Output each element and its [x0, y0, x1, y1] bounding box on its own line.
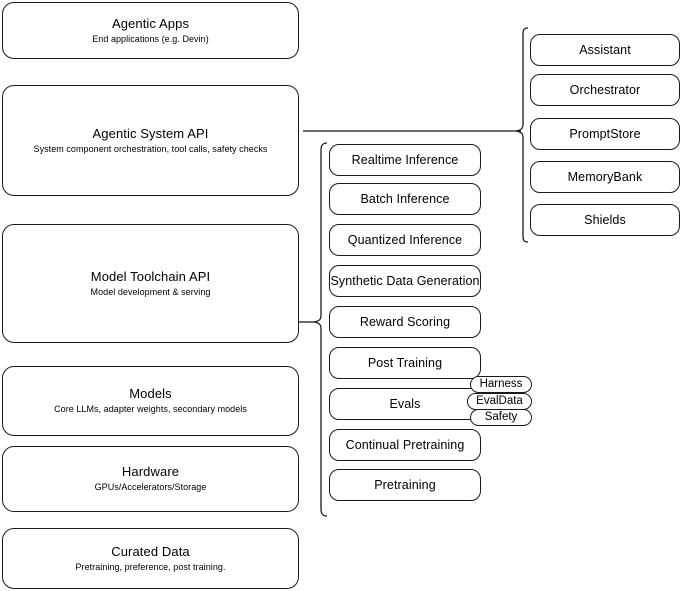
toolchain-item-continual-pretraining[interactable]: Continual Pretraining [329, 429, 481, 461]
layer-agentic-system-api[interactable]: Agentic System API System component orch… [2, 85, 299, 196]
system-item-orchestrator[interactable]: Orchestrator [530, 74, 680, 106]
node-label: Reward Scoring [359, 315, 451, 329]
eval-pill-safety[interactable]: Safety [470, 409, 532, 426]
brace-middle-column [313, 142, 328, 517]
layer-title: Model Toolchain API [90, 268, 211, 284]
eval-pill-harness[interactable]: Harness [470, 376, 532, 393]
layer-title: Agentic Apps [111, 15, 190, 31]
pill-label: Harness [479, 378, 523, 390]
layer-model-toolchain-api[interactable]: Model Toolchain API Model development & … [2, 224, 299, 343]
toolchain-item-pretraining[interactable]: Pretraining [329, 469, 481, 501]
layer-title: Agentic System API [92, 125, 209, 141]
toolchain-item-synthetic-data-generation[interactable]: Synthetic Data Generation [329, 265, 481, 297]
layer-curated-data[interactable]: Curated Data Pretraining, preference, po… [2, 528, 299, 589]
eval-pill-evaldata[interactable]: EvalData [467, 393, 532, 410]
layer-agentic-apps[interactable]: Agentic Apps End applications (e.g. Devi… [2, 2, 299, 59]
node-label: PromptStore [569, 127, 641, 141]
toolchain-item-reward-scoring[interactable]: Reward Scoring [329, 306, 481, 338]
pill-label: EvalData [476, 395, 523, 407]
pill-label: Safety [484, 411, 518, 423]
layer-hardware[interactable]: Hardware GPUs/Accelerators/Storage [2, 446, 299, 512]
brace-right-column [515, 27, 529, 243]
node-label: Synthetic Data Generation [330, 274, 480, 288]
node-label: Orchestrator [569, 83, 641, 97]
layer-title: Hardware [121, 464, 180, 479]
toolchain-item-quantized-inference[interactable]: Quantized Inference [329, 224, 481, 256]
layer-subtitle: Model development & serving [90, 286, 211, 297]
node-label: Post Training [367, 356, 443, 370]
toolchain-item-realtime-inference[interactable]: Realtime Inference [329, 144, 481, 176]
layer-subtitle: Core LLMs, adapter weights, secondary mo… [54, 404, 247, 414]
toolchain-item-post-training[interactable]: Post Training [329, 347, 481, 379]
node-label: MemoryBank [567, 170, 643, 184]
node-label: Evals [389, 397, 421, 411]
layer-title: Curated Data [111, 543, 190, 559]
node-label: Realtime Inference [351, 153, 459, 167]
node-label: Batch Inference [360, 192, 450, 206]
node-label: Pretraining [374, 478, 436, 492]
toolchain-item-batch-inference[interactable]: Batch Inference [329, 183, 481, 215]
layer-subtitle: Pretraining, preference, post training. [75, 561, 226, 572]
system-item-assistant[interactable]: Assistant [530, 34, 680, 66]
node-label: Assistant [579, 43, 631, 57]
node-label: Quantized Inference [347, 233, 463, 247]
system-item-memorybank[interactable]: MemoryBank [530, 161, 680, 193]
layer-subtitle: System component orchestration, tool cal… [33, 143, 268, 154]
layer-models[interactable]: Models Core LLMs, adapter weights, secon… [2, 366, 299, 436]
node-label: Shields [584, 213, 626, 227]
toolchain-item-evals[interactable]: Evals [329, 388, 481, 420]
system-item-promptstore[interactable]: PromptStore [530, 118, 680, 150]
system-item-shields[interactable]: Shields [530, 204, 680, 236]
layer-subtitle: GPUs/Accelerators/Storage [94, 482, 207, 492]
layer-subtitle: End applications (e.g. Devin) [92, 33, 209, 44]
layer-title: Models [129, 386, 172, 401]
node-label: Continual Pretraining [345, 438, 465, 452]
